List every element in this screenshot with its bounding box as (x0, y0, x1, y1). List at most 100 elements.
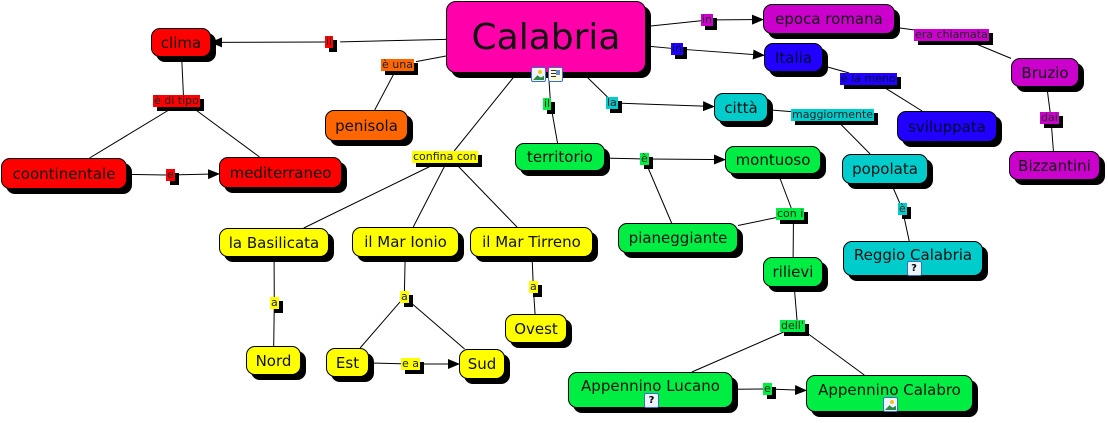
concept-node-basilicata[interactable]: la Basilicata (219, 228, 329, 257)
concept-node-bizzantini[interactable]: Bizzantini (1009, 151, 1100, 180)
connection-line (531, 256, 534, 282)
concept-node-pianeggiante[interactable]: pianeggiante (618, 223, 738, 253)
connection-line (408, 300, 465, 350)
concept-label: epoca romana (775, 10, 883, 28)
linking-phrase-maggiormente[interactable]: maggiormente (791, 108, 875, 121)
connection-line (793, 286, 798, 321)
connection-line (646, 164, 673, 224)
connection-line (805, 331, 865, 376)
connection-line (181, 56, 184, 96)
linking-phrase-a-ionio[interactable]: a (400, 290, 409, 303)
concept-node-ionio[interactable]: il Mar Ionio (352, 227, 459, 257)
concept-label: territorio (527, 148, 593, 166)
connection-line (273, 308, 275, 347)
concept-label: coontinentale (12, 164, 116, 183)
concept-label: Ovest (514, 319, 558, 338)
image-resource-icon[interactable] (883, 397, 898, 412)
connection-line (191, 106, 260, 158)
text-document-icon[interactable] (548, 67, 563, 82)
concept-node-calabria[interactable]: Calabria (446, 1, 646, 73)
connection-line (822, 65, 850, 74)
concept-label: città (724, 98, 758, 117)
linking-phrase-e-una[interactable]: è una (381, 58, 414, 71)
concept-label: popolata (852, 160, 918, 178)
concept-node-sviluppata[interactable]: sviluppata (897, 111, 997, 142)
concept-node-citta[interactable]: città (714, 93, 768, 122)
linking-phrase-e-appennino[interactable]: e (763, 382, 772, 395)
concept-node-coontinentale[interactable]: coontinentale (1, 158, 127, 189)
resource-icons (883, 397, 898, 412)
connection-line (89, 106, 175, 159)
connection-line (771, 385, 807, 396)
concept-node-epoca-romana[interactable]: epoca romana (763, 4, 895, 34)
resource-icons: ? (906, 261, 922, 276)
linking-phrase-e-popolata[interactable]: è (898, 202, 907, 215)
connection-line (767, 109, 792, 113)
concept-node-penisola[interactable]: penisola (325, 110, 408, 141)
connection-line (691, 331, 784, 373)
connection-line (368, 362, 402, 365)
connection-line (582, 72, 608, 98)
linking-phrase-dai[interactable]: dai (1040, 111, 1059, 124)
linking-phrase-in-epoca[interactable]: in (701, 13, 714, 26)
linking-phrase-e-territorio[interactable]: è (640, 152, 649, 165)
concept-node-montuoso[interactable]: montuoso (725, 146, 821, 174)
concept-node-mediterraneo[interactable]: mediterraneo (219, 157, 342, 188)
connection-line (174, 169, 220, 180)
concept-node-rilievi[interactable]: rilievi (763, 257, 823, 287)
help-document-icon[interactable]: ? (906, 261, 922, 276)
concept-node-tirreno[interactable]: il Mar Tirreno (470, 227, 593, 257)
concept-node-italia[interactable]: Italia (764, 43, 823, 72)
connection-line (604, 157, 641, 160)
concept-label: Sud (467, 355, 497, 373)
concept-node-reggio[interactable]: Reggio Calabria (843, 241, 983, 276)
linking-phrase-a-basilicata[interactable]: a (270, 296, 279, 309)
concept-label: sviluppata (908, 117, 986, 136)
linking-phrase-con-i[interactable]: con i (776, 207, 805, 220)
concept-label: rilievi (772, 263, 814, 281)
concept-node-ovest[interactable]: Ovest (505, 314, 567, 343)
concept-node-territorio[interactable]: territorio (515, 143, 605, 171)
concept-label: Reggio Calabria (853, 245, 973, 264)
concept-node-sud[interactable]: Sud (459, 349, 505, 379)
concept-node-popolata[interactable]: popolata (842, 154, 928, 184)
concept-node-bruzio[interactable]: Bruzio (1011, 58, 1079, 87)
concept-label: pianeggiante (628, 229, 728, 247)
connection-line (533, 292, 536, 315)
connection-line (737, 217, 777, 227)
linking-phrase-in-italia[interactable]: in (671, 42, 684, 55)
connection-line (551, 109, 559, 144)
concept-label: clima (160, 33, 202, 52)
concept-node-clima[interactable]: clima (151, 28, 211, 57)
linking-phrase-e-clima[interactable]: e (166, 168, 175, 181)
concept-label: Nord (255, 351, 292, 370)
linking-phrase-a-tirreno[interactable]: a (529, 280, 538, 293)
linking-phrase-dell[interactable]: dell' (780, 319, 805, 332)
linking-phrase-la-citta[interactable]: la (606, 96, 618, 109)
linking-phrase-era-chiamata[interactable]: era chiamata (914, 28, 989, 41)
connection-line (126, 173, 167, 176)
connection-line (403, 256, 406, 292)
connection-line (621, 101, 715, 112)
concept-node-nord[interactable]: Nord (246, 346, 301, 375)
linking-phrase-la-meno[interactable]: è la meno (840, 72, 897, 85)
concept-node-est[interactable]: Est (326, 348, 369, 377)
help-document-icon[interactable]: ? (644, 393, 659, 408)
linking-phrase-confina[interactable]: confina con (412, 150, 478, 163)
connection-line (303, 162, 438, 229)
linking-phrase-il-clima[interactable]: il (325, 35, 334, 48)
linking-phrase-di-tipo[interactable]: è di tipo (153, 94, 200, 107)
concept-label: montuoso (735, 151, 811, 169)
resource-icons: ? (644, 393, 659, 408)
linking-phrase-il-territorio[interactable]: il (543, 97, 552, 110)
image-resource-icon[interactable] (531, 67, 546, 82)
resource-icons (531, 67, 563, 82)
connection-line (1050, 123, 1054, 152)
connection-line (968, 40, 1012, 59)
linking-phrase-e-a[interactable]: e a (401, 357, 421, 370)
connection-line (894, 26, 915, 31)
concept-label: il Mar Ionio (364, 233, 447, 251)
connection-line (454, 162, 518, 228)
